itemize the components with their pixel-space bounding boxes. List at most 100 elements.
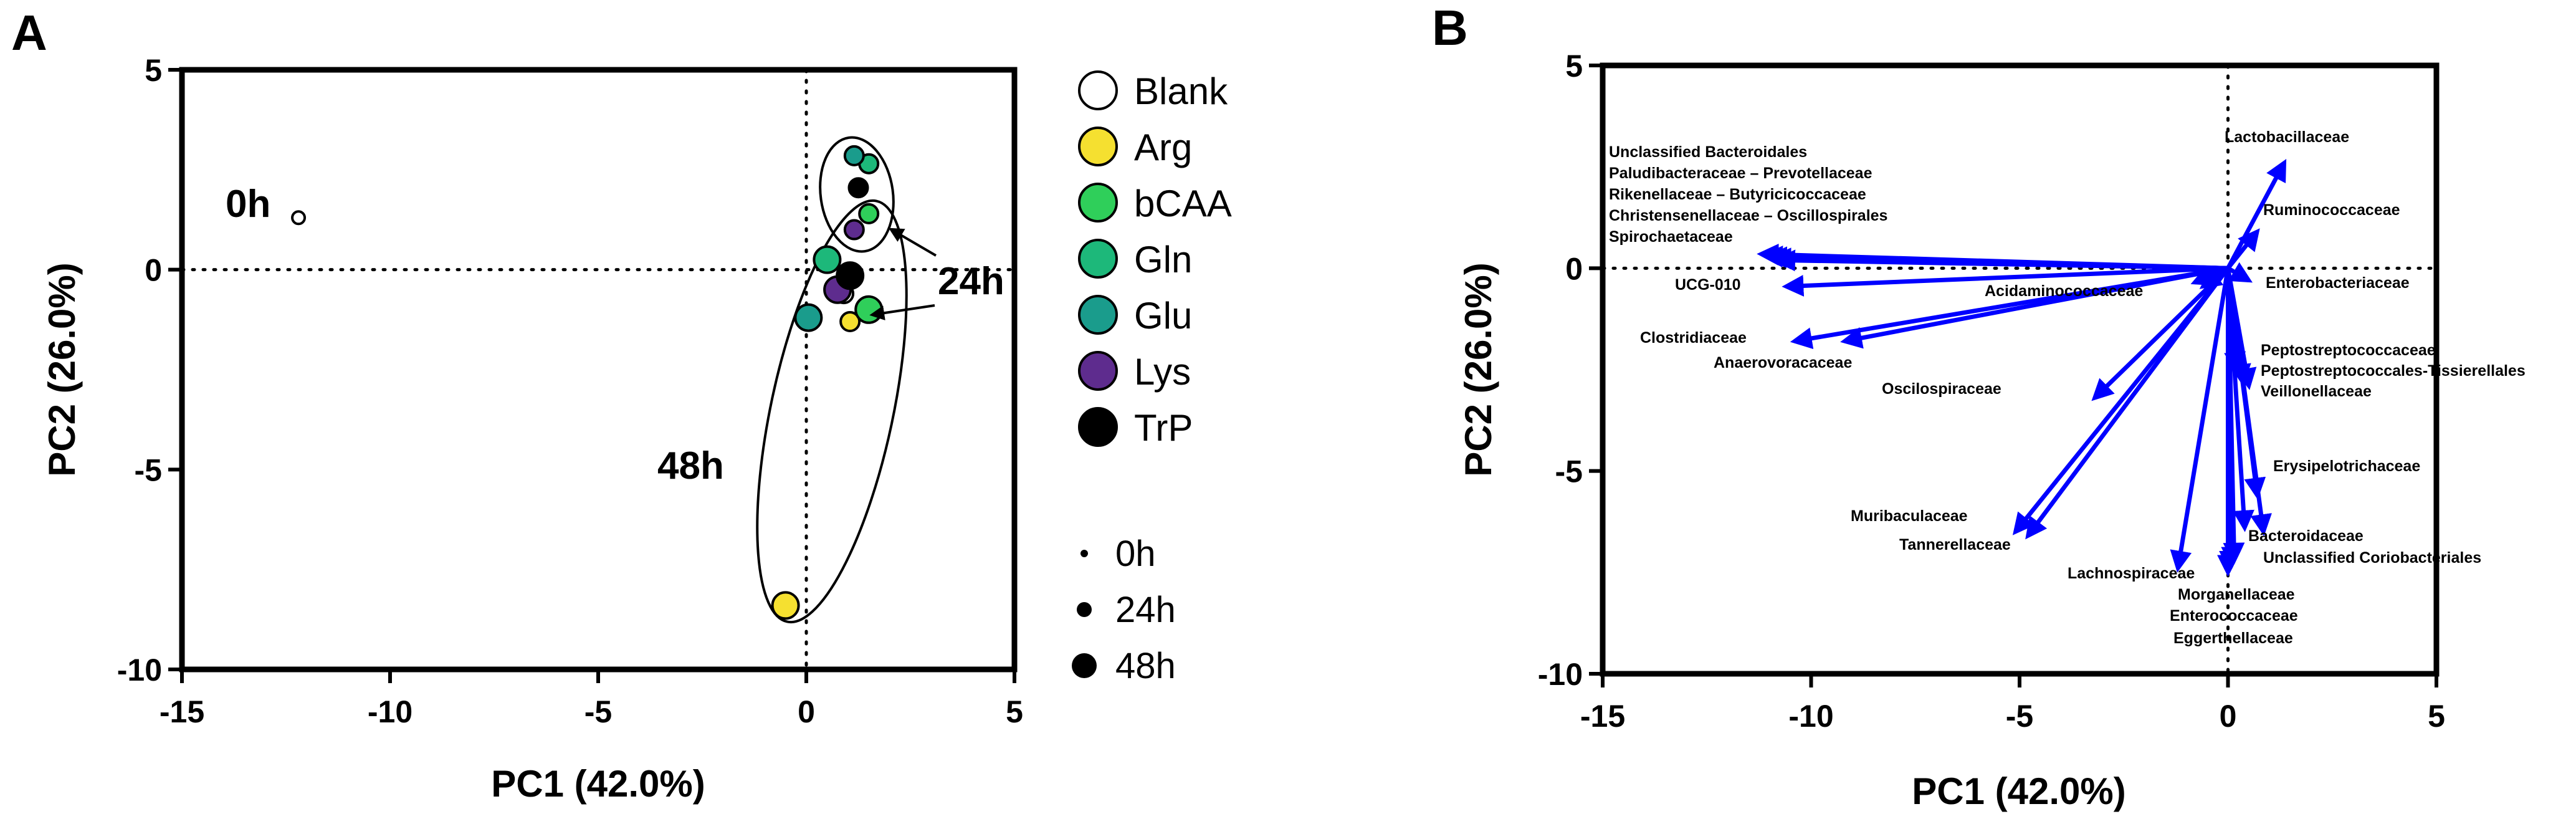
- legend-marker-glu: [1078, 295, 1118, 335]
- panel-b-loading-vectors: [1757, 158, 2287, 577]
- vector-label: Anaerovoracaceae: [1714, 354, 1852, 371]
- point-glu-24h: [843, 145, 865, 166]
- time-legend-marker-24h: [1077, 602, 1092, 617]
- y-tick-label: -5: [1555, 454, 1583, 489]
- vector-label: Spirochaetaceae: [1609, 228, 1733, 246]
- panel-a-ticks: -15 -10 -5 0 5 5 0 -5 -10: [117, 53, 1023, 729]
- annotation-0h: 0h: [226, 183, 270, 226]
- panel-a-group-ellipses: [756, 136, 908, 624]
- vector-label: Tannerellaceae: [1899, 536, 2011, 553]
- ellipse-24h: [819, 136, 895, 253]
- panel-a-points: [291, 145, 884, 620]
- panel-b-reference-lines: [1601, 64, 2438, 676]
- annotation-arrow-48h: [869, 304, 935, 321]
- panel-a-reference-lines: [180, 68, 1016, 671]
- legend-marker-bcaa: [1078, 183, 1118, 223]
- loading-vector: [2226, 262, 2253, 283]
- legend-label-blank: Blank: [1134, 70, 1228, 112]
- x-tick-label: -15: [160, 694, 204, 729]
- vector-label: UCG-010: [1675, 276, 1741, 294]
- vector-label: Christensenellaceae – Oscillospirales: [1609, 207, 1887, 224]
- vector-label: Eggerthellaceae: [2173, 630, 2293, 647]
- loading-vector: [2091, 266, 2230, 401]
- y-tick-label: -10: [117, 653, 162, 687]
- loading-vector: [1782, 266, 2228, 297]
- vector-label: Unclassified Coriobacteriales: [2263, 549, 2481, 567]
- y-tick-label: 5: [1565, 49, 1583, 84]
- panel-a-annotations: 0h 24h 48h: [226, 183, 1004, 487]
- y-tick-label: -5: [135, 453, 162, 487]
- x-tick-label: -10: [1788, 699, 1833, 734]
- vector-label: Bacteroidaceae: [2248, 527, 2364, 545]
- x-tick-label: -10: [368, 694, 413, 729]
- legend-marker-trp: [1078, 407, 1118, 447]
- legend-marker-arg: [1078, 127, 1118, 166]
- vector-label: Lachnospiraceae: [2068, 565, 2195, 582]
- vector-label: Rikenellaceae – Butyricicoccaceae: [1609, 186, 1866, 203]
- panel-b-x-axis-label: PC1 (42.0%): [1912, 770, 2125, 812]
- vector-label: Enterobacteriaceae: [2266, 274, 2410, 292]
- legend-marker-gln: [1078, 239, 1118, 279]
- vector-label: Enterococcaceae: [2170, 607, 2298, 625]
- panel-a: A -15 -10 -5 0 5 5 0 -5 -10 0h 24h 48h PC1 (42.0…: [11, 5, 1232, 805]
- point-trp-48h: [836, 261, 865, 290]
- vector-label: Oscilospiraceae: [1882, 380, 2001, 398]
- vector-label: Lactobacillaceae: [2225, 128, 2349, 146]
- point-bcaa-24h: [858, 203, 880, 224]
- x-tick-label: 0: [2220, 699, 2237, 734]
- vector-label: Muribaculaceae: [1851, 507, 1968, 525]
- vector-label: Unclassified Bacteroidales: [1609, 143, 1807, 161]
- loading-vector: [1840, 266, 2229, 349]
- y-tick-label: 5: [145, 53, 162, 88]
- loading-vector: [1773, 249, 2228, 272]
- annotation-24h: 24h: [938, 260, 1004, 303]
- panel-b-vector-labels: Unclassified BacteroidalesPaludibacterac…: [1609, 128, 2526, 647]
- panel-a-label: A: [11, 5, 47, 60]
- vector-label: Erysipelotrichaceae: [2273, 457, 2420, 475]
- x-tick-label: 0: [798, 694, 815, 729]
- panel-a-x-axis-label: PC1 (42.0%): [491, 763, 705, 805]
- panel-b-label: B: [1432, 0, 1468, 55]
- legend-label-gln: Gln: [1134, 239, 1192, 280]
- vector-label: Clostridiaceae: [1640, 329, 1747, 347]
- point-arg-24h: [839, 311, 861, 333]
- legend-label-arg: Arg: [1134, 127, 1192, 168]
- point-bcaa-48h: [854, 295, 884, 324]
- loading-vector: [2226, 158, 2287, 269]
- annotation-arrow-24h: [888, 228, 937, 257]
- time-legend-label-24h: 24h: [1115, 590, 1176, 630]
- legend-label-glu: Glu: [1134, 295, 1192, 337]
- x-tick-label: 5: [2428, 699, 2445, 734]
- annotation-48h: 48h: [657, 444, 724, 487]
- vector-label: Morganellaceae: [2178, 586, 2295, 603]
- panel-a-y-axis-label: PC2 (26.0%): [41, 262, 83, 476]
- point-trp-24h: [847, 177, 869, 199]
- point-gln-48h: [813, 245, 842, 274]
- vector-label: Peptostreptococcaceae: [2261, 342, 2436, 359]
- vector-label: Veillonellaceae: [2261, 383, 2372, 400]
- y-tick-label: -10: [1538, 657, 1583, 692]
- point-glu-48h: [794, 303, 823, 332]
- loading-vector: [2170, 267, 2230, 573]
- x-tick-label: 5: [1006, 694, 1023, 729]
- point-arg-48h: [771, 591, 800, 620]
- time-legend-marker-48h: [1072, 653, 1097, 678]
- legend-label-bcaa: bCAA: [1134, 183, 1232, 224]
- vector-label: Paludibacteraceae – Prevotellaceae: [1609, 165, 1872, 182]
- panel-a-plot-frame: [179, 67, 1018, 673]
- panel-b-y-axis-label: PC2 (26.0%): [1457, 262, 1499, 476]
- y-tick-label: 0: [1565, 251, 1583, 286]
- y-tick-label: 0: [145, 253, 162, 288]
- time-legend-marker-0h: [1080, 550, 1088, 557]
- vector-label: Acidaminococcaceae: [1985, 282, 2143, 300]
- x-tick-label: -5: [584, 694, 612, 729]
- loading-vector: [2025, 267, 2230, 540]
- loading-vector: [2226, 267, 2257, 390]
- ellipse-48h: [756, 199, 908, 624]
- legend-label-lys: Lys: [1134, 351, 1191, 393]
